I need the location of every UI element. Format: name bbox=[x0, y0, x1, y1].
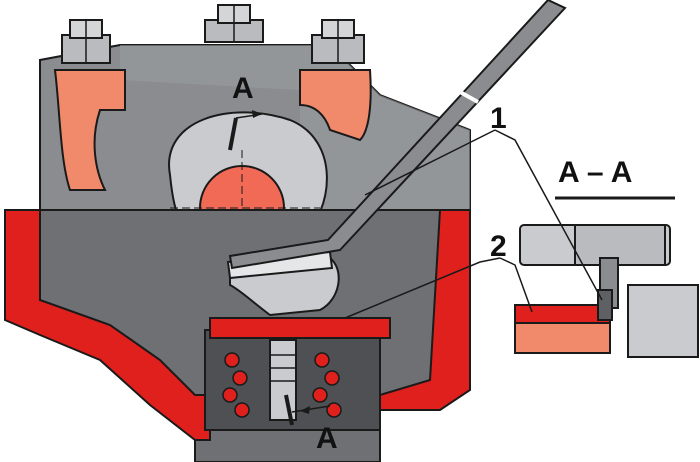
leader-line-1 bbox=[364, 129, 496, 196]
bolt-center bbox=[204, 4, 264, 43]
valve-spring bbox=[222, 352, 342, 418]
bolt-right bbox=[311, 19, 365, 64]
lower-housing-red-wall-right bbox=[379, 209, 471, 411]
section-detail bbox=[514, 196, 699, 358]
valve-stem bbox=[269, 339, 297, 421]
section-label-top: A bbox=[232, 72, 254, 105]
bolt-left bbox=[61, 19, 111, 64]
leader-line-2 bbox=[344, 257, 501, 319]
bearing-cap-left bbox=[53, 69, 126, 191]
section-label-bottom: A bbox=[316, 422, 338, 455]
section-title: A – A bbox=[558, 156, 632, 189]
section-marker-top bbox=[228, 110, 263, 151]
callout-2-label: 2 bbox=[490, 230, 507, 263]
leader-line-2-detail bbox=[499, 257, 533, 313]
adjusting-shim bbox=[209, 317, 391, 339]
leader-line-1-detail bbox=[494, 129, 603, 301]
bearing-cap-right bbox=[299, 69, 372, 142]
feeler-gauge-blade bbox=[228, 0, 567, 270]
callout-1-label: 1 bbox=[490, 102, 507, 135]
section-marker-bottom bbox=[284, 394, 331, 426]
